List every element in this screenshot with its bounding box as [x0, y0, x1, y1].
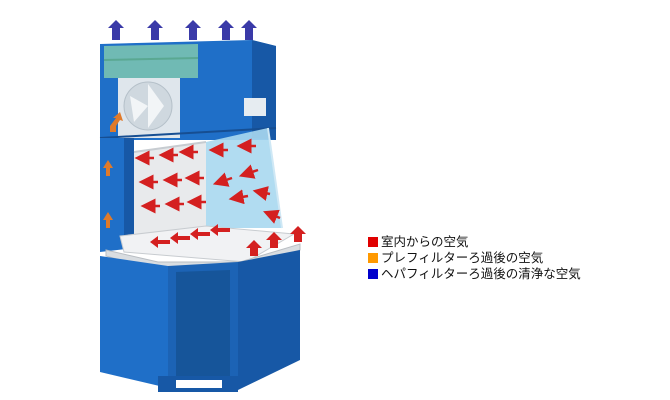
- legend-item-room-air: 室内からの空気: [368, 234, 581, 250]
- legend-label: 室内からの空気: [381, 234, 469, 249]
- room-air-arrows: [134, 138, 281, 224]
- hepa-filter: [104, 44, 198, 78]
- legend: 室内からの空気 プレフィルターろ過後の空気 ヘパフィルターろ過後の清浄な空気: [368, 234, 581, 282]
- exhaust-arrow: [147, 20, 163, 40]
- cabinet-top-housing: [99, 40, 277, 140]
- orange-arrow: [103, 160, 113, 176]
- red-arrow: [150, 236, 170, 248]
- exhaust-arrow: [108, 20, 124, 40]
- red-arrow: [238, 164, 259, 179]
- legend-swatch-red: [368, 237, 378, 247]
- red-arrow: [252, 186, 271, 201]
- red-arrow: [212, 172, 233, 187]
- legend-swatch-orange: [368, 253, 378, 263]
- intake-arrows: [150, 224, 306, 256]
- orange-arrow: [110, 112, 123, 132]
- legend-swatch-blue: [368, 269, 378, 279]
- exhaust-arrow: [241, 20, 257, 40]
- legend-label: プレフィルターろ過後の空気: [381, 250, 544, 265]
- prefilter-air-arrows: [103, 112, 123, 228]
- red-arrow: [266, 232, 282, 248]
- red-arrow: [210, 224, 230, 236]
- red-arrow: [190, 228, 210, 240]
- exhaust-arrow: [218, 20, 234, 40]
- exhaust-arrow: [185, 20, 201, 40]
- cabinet-base: [100, 250, 300, 392]
- legend-item-hepa-air: ヘパフィルターろ過後の清浄な空気: [368, 266, 581, 282]
- red-arrow: [170, 232, 190, 244]
- red-arrow: [246, 240, 262, 256]
- legend-label: ヘパフィルターろ過後の清浄な空気: [381, 266, 581, 281]
- red-arrow: [263, 209, 281, 224]
- exhaust-arrows: [108, 20, 257, 40]
- red-arrow: [228, 189, 249, 205]
- orange-arrow: [103, 212, 113, 228]
- red-arrow: [290, 226, 306, 242]
- work-area-back: [134, 142, 206, 240]
- service-panel: [244, 98, 266, 116]
- legend-item-prefilter-air: プレフィルターろ過後の空気: [368, 250, 581, 266]
